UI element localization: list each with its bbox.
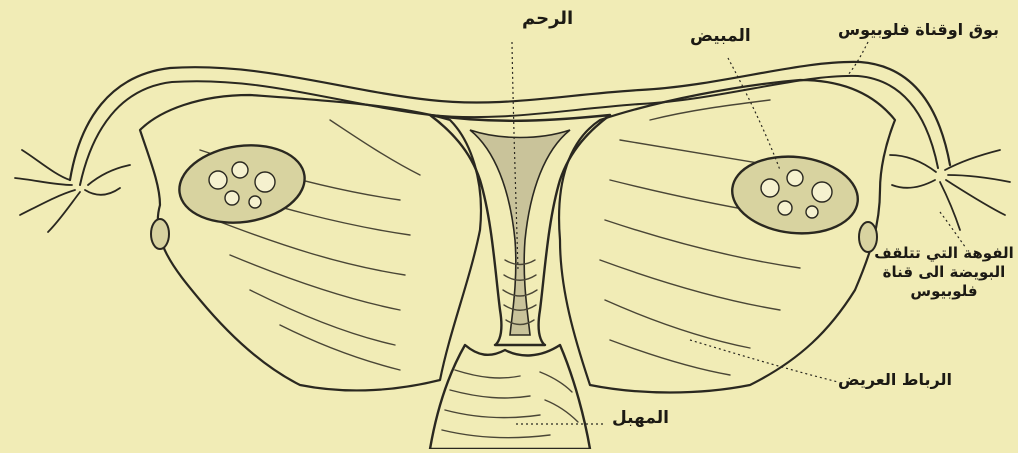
broad-ligament-right (559, 80, 895, 393)
label-fimbria: الفوهة التي تتلقف البويضة الى قناة فلوبي… (870, 244, 1018, 300)
leader-fimbria (940, 212, 966, 248)
label-ovary: المبيض (690, 26, 751, 47)
round-ligament-left (151, 219, 169, 249)
label-fimbria-line1: الفوهة التي تتلقف (870, 244, 1018, 263)
ovary-right (728, 151, 861, 240)
label-broad-ligament: الرباط العريض (838, 370, 952, 390)
ovary-left (174, 138, 309, 231)
vagina (430, 345, 590, 449)
label-vagina: المهبل (612, 408, 669, 429)
fimbriae-left (15, 150, 130, 232)
label-fallopian-tube: بوق اوقناة فلوبيوس (838, 20, 999, 40)
uterine-cavity (470, 130, 570, 335)
label-fimbria-line3: فلوبيوس (870, 282, 1018, 301)
leader-tube (848, 42, 868, 75)
label-fimbria-line2: البويضة الى قناة (870, 263, 1018, 282)
vaginal-rugae (442, 370, 578, 438)
broad-ligament-left (140, 95, 481, 390)
label-uterus: الرحم (522, 8, 573, 31)
leader-ligament (690, 340, 838, 382)
